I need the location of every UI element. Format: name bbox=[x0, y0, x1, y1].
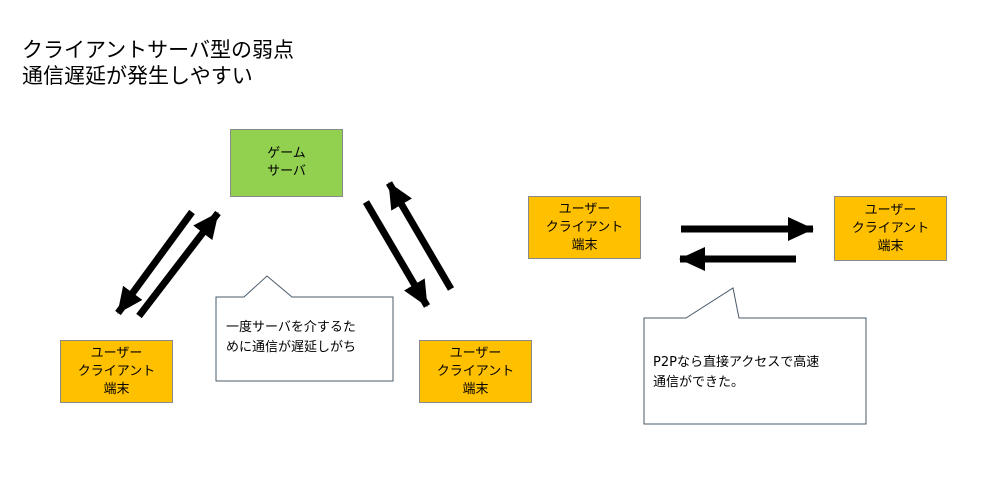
client-node-middle: ユーザー クライアント 端末 bbox=[419, 340, 532, 403]
callout-server-delay-text: 一度サーバを介するた めに通信が遅延しがち bbox=[226, 318, 356, 358]
client-p2p-b-label-line1: ユーザー bbox=[864, 202, 917, 218]
arrow-server-to-middle-client bbox=[362, 200, 431, 308]
arrow-middle-client-to-server bbox=[385, 181, 455, 291]
client-p2p-b-label-line3: 端末 bbox=[877, 238, 904, 254]
callout-server-delay-line2: めに通信が遅延しがち bbox=[226, 340, 357, 355]
client-middle-label-line2: クライアント bbox=[436, 363, 515, 379]
client-p2p-b-label-line2: クライアント bbox=[851, 220, 930, 236]
diagram-subtitle: 通信遅延が発生しやすい bbox=[22, 64, 253, 88]
diagram-title: クライアントサーバ型の弱点 bbox=[22, 38, 294, 62]
callout-server-delay-shape bbox=[215, 275, 394, 382]
callout-server-delay-line1: 一度サーバを介するた bbox=[226, 320, 356, 335]
client-left-label-line1: ユーザー bbox=[90, 345, 143, 361]
client-p2p-a-label-line2: クライアント bbox=[545, 219, 624, 235]
client-middle-label-line3: 端末 bbox=[462, 381, 489, 397]
client-left-label-line3: 端末 bbox=[103, 381, 130, 397]
client-p2p-a-label-line3: 端末 bbox=[571, 237, 598, 253]
callout-p2p-shape bbox=[643, 287, 867, 425]
client-left-label-line2: クライアント bbox=[77, 363, 156, 379]
game-server-node: ゲーム サーバ bbox=[230, 129, 343, 197]
arrow-left-client-to-server bbox=[136, 210, 221, 319]
client-node-p2p-b: ユーザー クライアント 端末 bbox=[834, 196, 947, 261]
client-node-left: ユーザー クライアント 端末 bbox=[60, 340, 173, 403]
game-server-label-line1: ゲーム bbox=[267, 146, 306, 161]
callout-p2p-text: P2Pなら直接アクセスで高速 通信ができた。 bbox=[653, 353, 819, 393]
game-server-label-line2: サーバ bbox=[267, 164, 306, 179]
callout-p2p-line1: P2Pなら直接アクセスで高速 bbox=[653, 355, 820, 370]
client-node-p2p-a: ユーザー クライアント 端末 bbox=[528, 196, 641, 259]
client-p2p-a-label-line1: ユーザー bbox=[558, 201, 611, 217]
callout-p2p-line2: 通信ができた。 bbox=[653, 375, 745, 390]
client-middle-label-line1: ユーザー bbox=[449, 345, 502, 361]
arrow-server-to-left-client bbox=[115, 209, 195, 316]
